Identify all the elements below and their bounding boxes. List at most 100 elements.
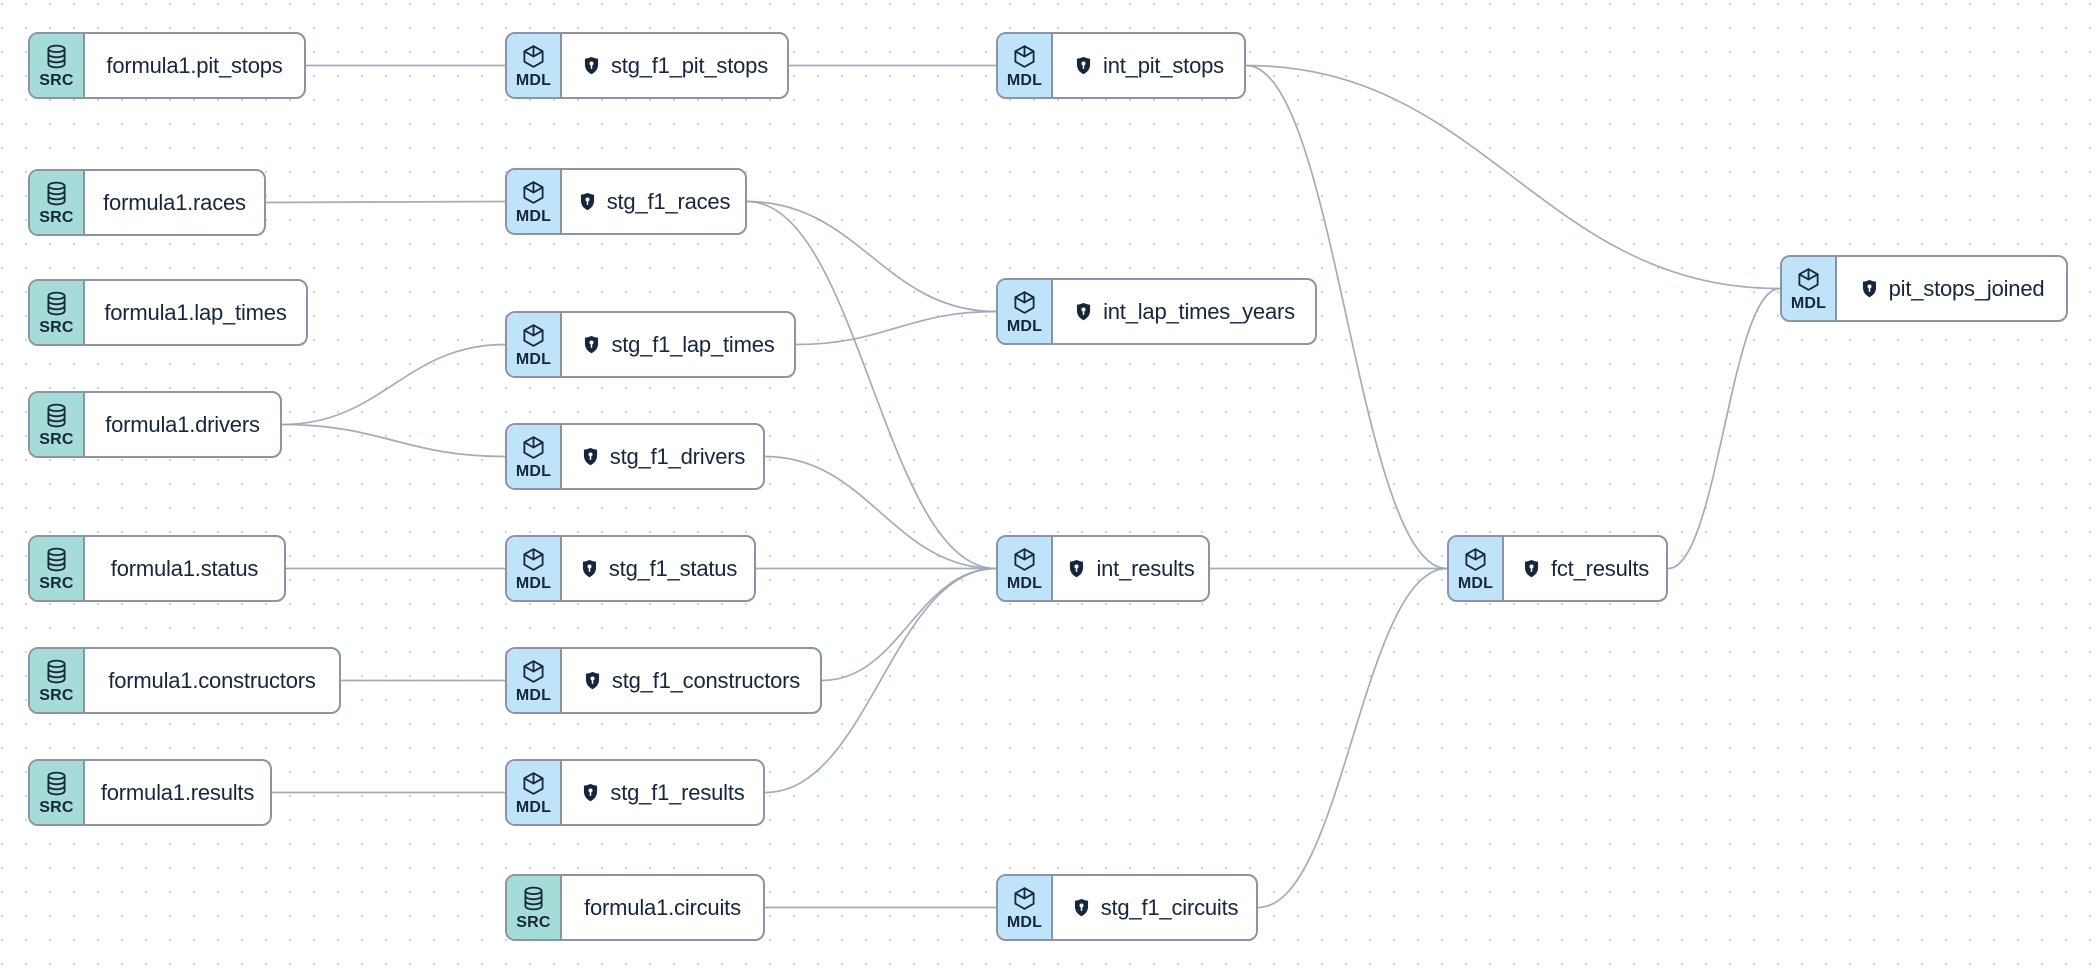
node-type-label: SRC (516, 913, 551, 931)
edge-stg_f1_constructors--int_results (821, 567, 997, 682)
node-type-badge: SRC (30, 34, 85, 97)
node-label: formula1.constructors (108, 667, 316, 693)
node-formula1.races[interactable]: SRC formula1.races (28, 169, 266, 236)
node-type-label: MDL (515, 574, 552, 592)
node-label: pit_stops_joined (1888, 275, 2045, 301)
database-icon (47, 44, 66, 68)
cube-icon (1014, 44, 1035, 68)
node-type-badge: MDL (507, 761, 562, 824)
node-label: stg_f1_drivers (609, 443, 746, 469)
node-formula1.pit_stops[interactable]: SRC formula1.pit_stops (28, 32, 306, 99)
node-type-label: MDL (1457, 574, 1494, 592)
node-body: stg_f1_status (562, 537, 754, 600)
node-type-badge: MDL (507, 537, 562, 600)
node-body: int_pit_stops (1053, 34, 1244, 97)
node-label: formula1.races (103, 189, 246, 215)
node-type-label: SRC (39, 318, 74, 336)
node-body: stg_f1_lap_times (562, 313, 794, 376)
node-type-label: SRC (39, 798, 74, 816)
node-int_pit_stops[interactable]: MDL int_pit_stops (996, 32, 1246, 99)
database-icon (47, 547, 66, 571)
edge-int_pit_stops--pit_stops_joined (1245, 64, 1781, 290)
node-stg_f1_drivers[interactable]: MDL stg_f1_drivers (505, 423, 765, 490)
node-type-label: MDL (1006, 574, 1043, 592)
node-int_results[interactable]: MDL int_results (996, 535, 1210, 602)
node-type-label: MDL (515, 350, 552, 368)
node-label: stg_f1_status (608, 555, 738, 581)
node-label: formula1.results (100, 779, 255, 805)
node-stg_f1_races[interactable]: MDL stg_f1_races (505, 168, 747, 235)
node-type-badge: MDL (507, 425, 562, 488)
node-type-label: SRC (39, 686, 74, 704)
cube-icon (523, 659, 544, 683)
node-type-label: SRC (39, 71, 74, 89)
shield-icon (1524, 559, 1539, 578)
node-body: formula1.drivers (85, 393, 280, 456)
database-icon (47, 403, 66, 427)
node-type-badge: SRC (30, 171, 85, 234)
node-formula1.constructors[interactable]: SRC formula1.constructors (28, 647, 341, 714)
node-formula1.lap_times[interactable]: SRC formula1.lap_times (28, 279, 308, 346)
edge-stg_f1_circuits--fct_results (1257, 567, 1448, 909)
node-body: stg_f1_drivers (562, 425, 763, 488)
edge-stg_f1_results--int_results (764, 567, 997, 794)
node-type-label: MDL (515, 462, 552, 480)
node-formula1.drivers[interactable]: SRC formula1.drivers (28, 391, 282, 458)
node-type-label: MDL (515, 207, 552, 225)
shield-icon (580, 192, 594, 211)
node-stg_f1_constructors[interactable]: MDL stg_f1_constructors (505, 647, 822, 714)
node-type-label: SRC (39, 430, 74, 448)
node-type-label: MDL (1790, 294, 1827, 312)
node-type-badge: SRC (30, 281, 85, 344)
node-type-badge: MDL (1449, 537, 1504, 600)
node-type-badge: SRC (30, 393, 85, 456)
node-formula1.results[interactable]: SRC formula1.results (28, 759, 272, 826)
cube-icon (1014, 886, 1035, 910)
node-type-label: SRC (39, 574, 74, 592)
node-body: formula1.constructors (85, 649, 339, 712)
cube-icon (523, 771, 544, 795)
node-body: formula1.pit_stops (85, 34, 304, 97)
edge-stg_f1_drivers--int_results (764, 455, 997, 570)
node-int_lap_times_years[interactable]: MDL int_lap_times_years (996, 278, 1317, 345)
database-icon (47, 291, 66, 315)
node-formula1.status[interactable]: SRC formula1.status (28, 535, 286, 602)
node-stg_f1_results[interactable]: MDL stg_f1_results (505, 759, 765, 826)
node-type-label: MDL (515, 686, 552, 704)
cube-icon (523, 435, 544, 459)
node-type-badge: MDL (998, 537, 1053, 600)
node-type-badge: MDL (998, 876, 1053, 939)
node-type-badge: MDL (998, 280, 1053, 343)
database-icon (47, 771, 66, 795)
node-stg_f1_circuits[interactable]: MDL stg_f1_circuits (996, 874, 1258, 941)
node-body: formula1.races (85, 171, 264, 234)
node-stg_f1_status[interactable]: MDL stg_f1_status (505, 535, 756, 602)
node-type-badge: SRC (30, 761, 85, 824)
database-icon (47, 181, 66, 205)
node-label: formula1.circuits (584, 894, 741, 920)
cube-icon (1465, 547, 1486, 571)
node-type-label: MDL (1006, 317, 1043, 335)
node-fct_results[interactable]: MDL fct_results (1447, 535, 1668, 602)
node-stg_f1_pit_stops[interactable]: MDL stg_f1_pit_stops (505, 32, 789, 99)
node-type-label: SRC (39, 208, 74, 226)
node-label: stg_f1_races (606, 188, 731, 214)
node-stg_f1_lap_times[interactable]: MDL stg_f1_lap_times (505, 311, 796, 378)
node-body: stg_f1_results (562, 761, 763, 824)
node-body: stg_f1_constructors (562, 649, 820, 712)
node-formula1.circuits[interactable]: SRC formula1.circuits (505, 874, 765, 941)
node-body: int_results (1053, 537, 1208, 600)
shield-icon (584, 783, 598, 802)
node-body: stg_f1_circuits (1053, 876, 1256, 939)
cube-icon (1014, 547, 1035, 571)
cube-icon (523, 180, 544, 204)
node-pit_stops_joined[interactable]: MDL pit_stops_joined (1780, 255, 2068, 322)
edge-formula1.drivers--stg_f1_lap_times (281, 343, 506, 426)
cube-icon (1014, 290, 1035, 314)
node-label: stg_f1_pit_stops (610, 52, 769, 78)
node-label: stg_f1_lap_times (611, 331, 775, 357)
node-body: formula1.circuits (562, 876, 763, 939)
node-body: fct_results (1504, 537, 1666, 600)
